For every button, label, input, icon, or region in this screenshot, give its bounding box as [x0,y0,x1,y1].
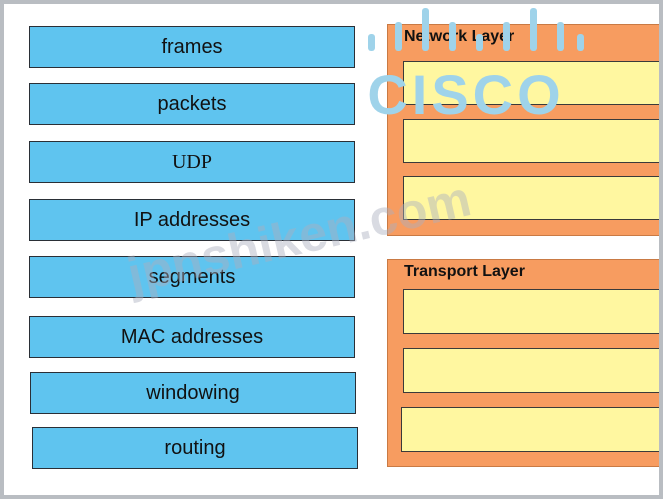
item-ip-addresses[interactable]: IP addresses [29,199,355,241]
item-routing[interactable]: routing [32,427,358,469]
transport-layer-slot-1[interactable] [403,289,659,334]
item-packets[interactable]: packets [29,83,355,125]
item-mac-addresses[interactable]: MAC addresses [29,316,355,358]
transport-layer-title: Transport Layer [404,263,525,280]
item-segments[interactable]: segments [29,256,355,298]
transport-layer-slot-3[interactable] [401,407,659,452]
network-layer-title: Network Layer [404,28,515,45]
network-layer-slot-2[interactable] [403,119,659,163]
network-layer-slot-3[interactable] [403,176,659,220]
network-layer-slot-1[interactable] [403,61,659,105]
item-windowing[interactable]: windowing [30,372,356,414]
transport-layer-slot-2[interactable] [403,348,659,393]
item-udp[interactable]: UDP [29,141,355,183]
network-layer-panel: Network Layer [387,24,659,236]
item-frames[interactable]: frames [29,26,355,68]
transport-layer-panel: Transport Layer [387,259,659,467]
drag-drop-canvas: frames packets UDP IP addresses segments… [4,4,659,495]
